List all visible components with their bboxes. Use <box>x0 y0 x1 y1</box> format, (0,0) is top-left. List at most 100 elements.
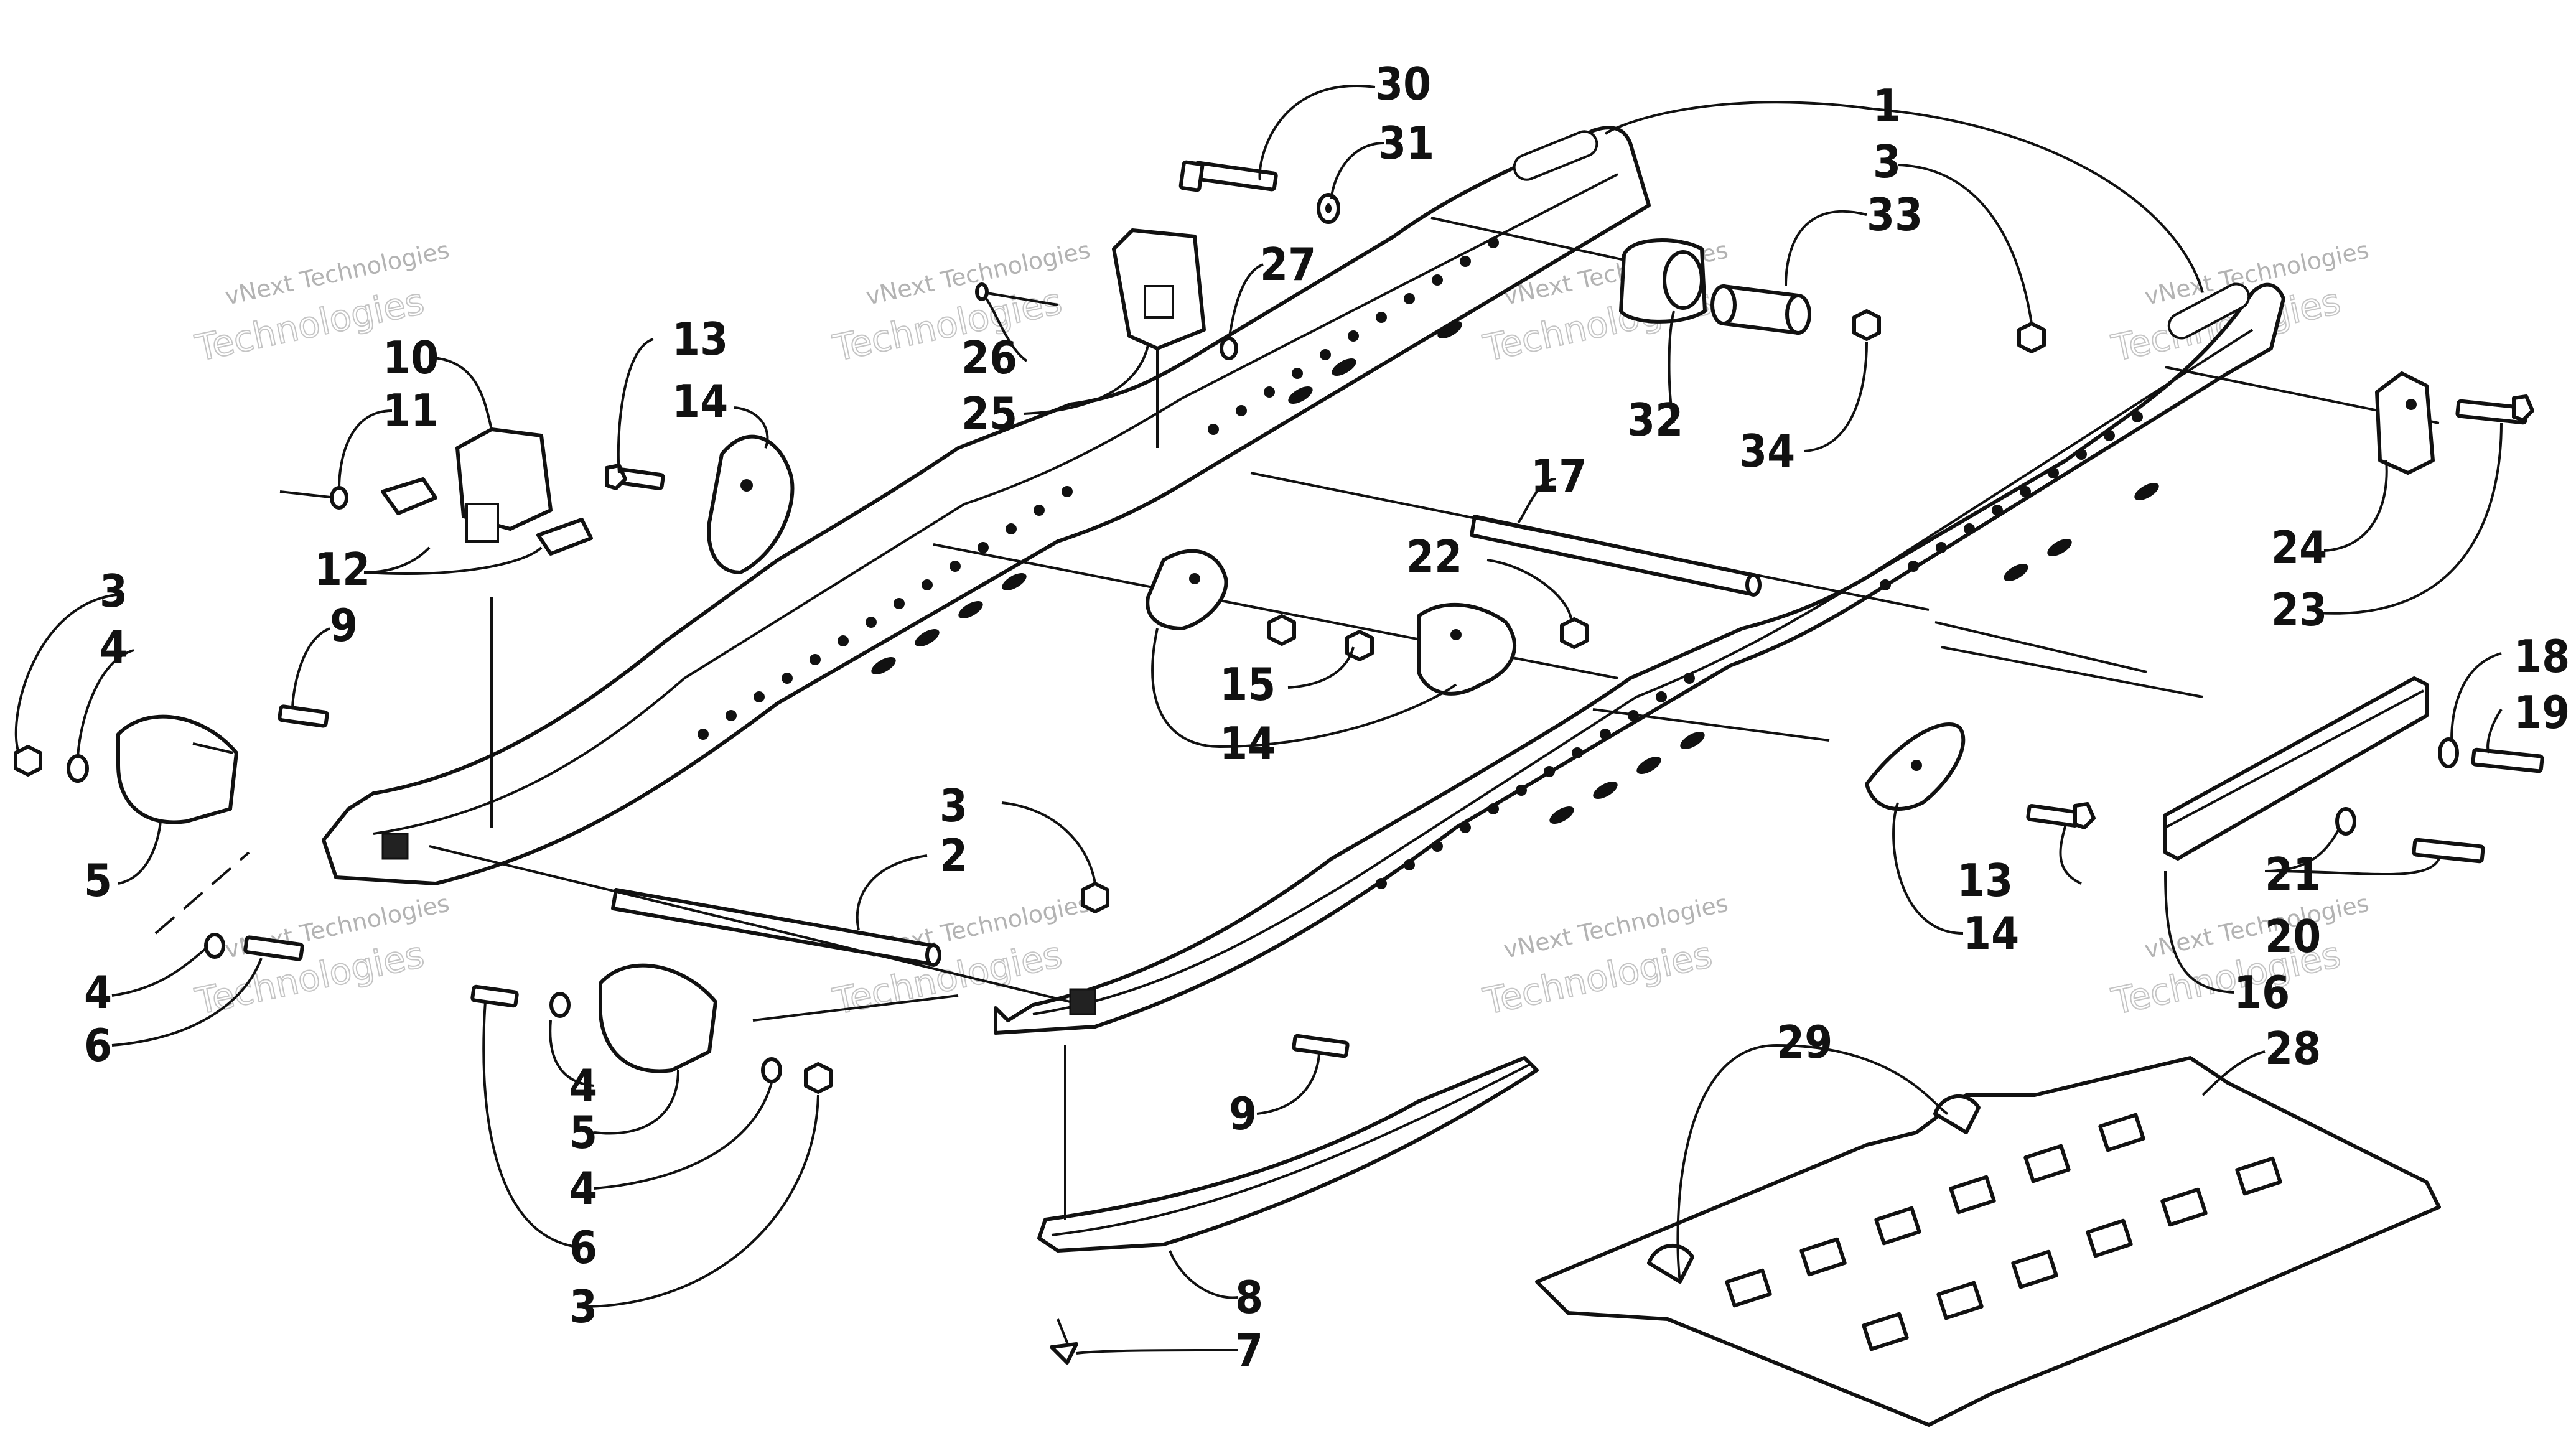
bolt-9-right <box>1292 1034 1350 1058</box>
callout-33: 33 <box>1867 189 1923 241</box>
bracket-14-right <box>1417 602 1517 696</box>
nut-15a <box>1267 614 1296 646</box>
callout-9-right: 9 <box>1229 1088 1257 1140</box>
callout-16: 16 <box>2234 966 2290 1019</box>
bracket-14-left <box>707 434 795 574</box>
nut-22 <box>1560 617 1589 649</box>
cross-shaft-2 <box>611 888 941 967</box>
washer-18 <box>2438 737 2459 768</box>
callout-2: 2 <box>940 829 968 882</box>
callout-3: 3 <box>1873 136 1901 188</box>
bolt-20 <box>2412 838 2485 864</box>
bar-16 <box>2163 676 2429 861</box>
washer-4-low <box>204 933 225 959</box>
callout-21: 21 <box>2265 848 2321 900</box>
track-lugs <box>1725 1113 2282 1351</box>
rail-tip-block <box>1069 988 1096 1015</box>
callout-4-left: 4 <box>100 621 128 673</box>
callout-22: 22 <box>1406 531 1462 583</box>
callout-4-lower: 4 <box>84 966 112 1019</box>
clip-12 <box>381 477 593 556</box>
callout-labels: 30 31 1 3 33 27 26 25 32 34 13 14 10 11 … <box>84 58 2570 1376</box>
callout-4-center-b: 4 <box>569 1162 597 1215</box>
bumper-32 <box>1619 238 1707 324</box>
callout-11: 11 <box>383 385 439 437</box>
callout-10: 10 <box>383 332 439 384</box>
callout-14: 14 <box>672 375 728 427</box>
callout-3-lower: 3 <box>569 1281 597 1333</box>
bolt-13-right <box>2026 802 2096 829</box>
nut-3-center <box>804 1062 833 1094</box>
bolt-13-left <box>605 464 665 490</box>
callout-23: 23 <box>2271 584 2327 636</box>
nut-3-left <box>14 745 42 777</box>
callout-9-left: 9 <box>330 599 358 651</box>
leader-lines <box>14 85 2503 1355</box>
callout-20: 20 <box>2265 910 2321 963</box>
callout-29: 29 <box>1776 1016 1832 1068</box>
wear-strip-8 <box>1037 1056 1539 1253</box>
callout-8: 8 <box>1235 1271 1263 1323</box>
block-24 <box>2375 371 2435 475</box>
callout-34: 34 <box>1739 425 1795 477</box>
nut-3-top <box>2017 322 2046 353</box>
callout-15: 15 <box>1220 658 1276 711</box>
callout-3-mid: 3 <box>940 780 968 832</box>
callout-5-left: 5 <box>84 854 112 907</box>
nut-34 <box>1852 309 1881 341</box>
bolt-30 <box>1178 160 1278 192</box>
bracket-14-mid <box>1146 549 1228 630</box>
track-28 <box>1535 1056 2441 1427</box>
callout-6-center: 6 <box>569 1221 597 1274</box>
end-cap-5-left <box>116 714 238 824</box>
callout-1: 1 <box>1873 80 1901 132</box>
callout-27: 27 <box>1260 238 1316 291</box>
callout-3-left: 3 <box>100 565 128 617</box>
rail-holes-rear <box>698 237 1499 740</box>
callout-4-center: 4 <box>569 1060 597 1112</box>
callout-14-right: 14 <box>1963 907 2019 959</box>
callout-19: 19 <box>2514 686 2570 739</box>
callout-31: 31 <box>1378 117 1434 169</box>
bolt-6-center <box>470 984 519 1008</box>
callout-30: 30 <box>1375 58 1431 110</box>
washer-27 <box>1220 337 1238 360</box>
nut-15b <box>1345 630 1374 661</box>
slide-rail-front <box>994 282 2285 1035</box>
washer-31 <box>1317 193 1340 224</box>
callout-7: 7 <box>1235 1324 1263 1376</box>
callout-13: 13 <box>672 313 728 365</box>
rail-holes-front <box>1376 411 2159 889</box>
block-10 <box>455 427 553 543</box>
slide-rail-rear <box>322 126 1651 885</box>
callout-18: 18 <box>2514 630 2570 683</box>
spacer-33 <box>1710 284 1811 335</box>
nut-3-mid <box>1081 882 1109 913</box>
washer-21 <box>2335 807 2356 836</box>
callout-24: 24 <box>2271 521 2327 574</box>
callout-13-right: 13 <box>1957 854 2013 907</box>
callout-28: 28 <box>2265 1022 2321 1075</box>
end-cap-5-center <box>599 963 717 1073</box>
callout-5-center: 5 <box>569 1106 597 1159</box>
bolt-19 <box>2471 747 2544 773</box>
washer-4-left <box>67 754 89 783</box>
callout-32: 32 <box>1627 394 1683 446</box>
callout-12: 12 <box>314 543 370 595</box>
rail-tip-block <box>381 833 409 860</box>
bracket-14-lower <box>1865 722 1966 811</box>
track-clips-29 <box>1647 1094 1981 1284</box>
screw-7 <box>1050 1318 1078 1365</box>
callout-25: 25 <box>961 388 1017 440</box>
callout-6-left: 6 <box>84 1019 112 1071</box>
dash-line <box>154 851 250 935</box>
washer-4-center-a <box>549 992 571 1018</box>
washer-4-center-b <box>761 1057 782 1083</box>
callout-26: 26 <box>961 332 1017 384</box>
callout-14-mid: 14 <box>1220 717 1276 770</box>
bolt-6-left <box>243 935 304 961</box>
cross-shaft-17 <box>1470 515 1762 597</box>
block-25 <box>1112 228 1206 350</box>
screw-11 <box>279 486 348 510</box>
